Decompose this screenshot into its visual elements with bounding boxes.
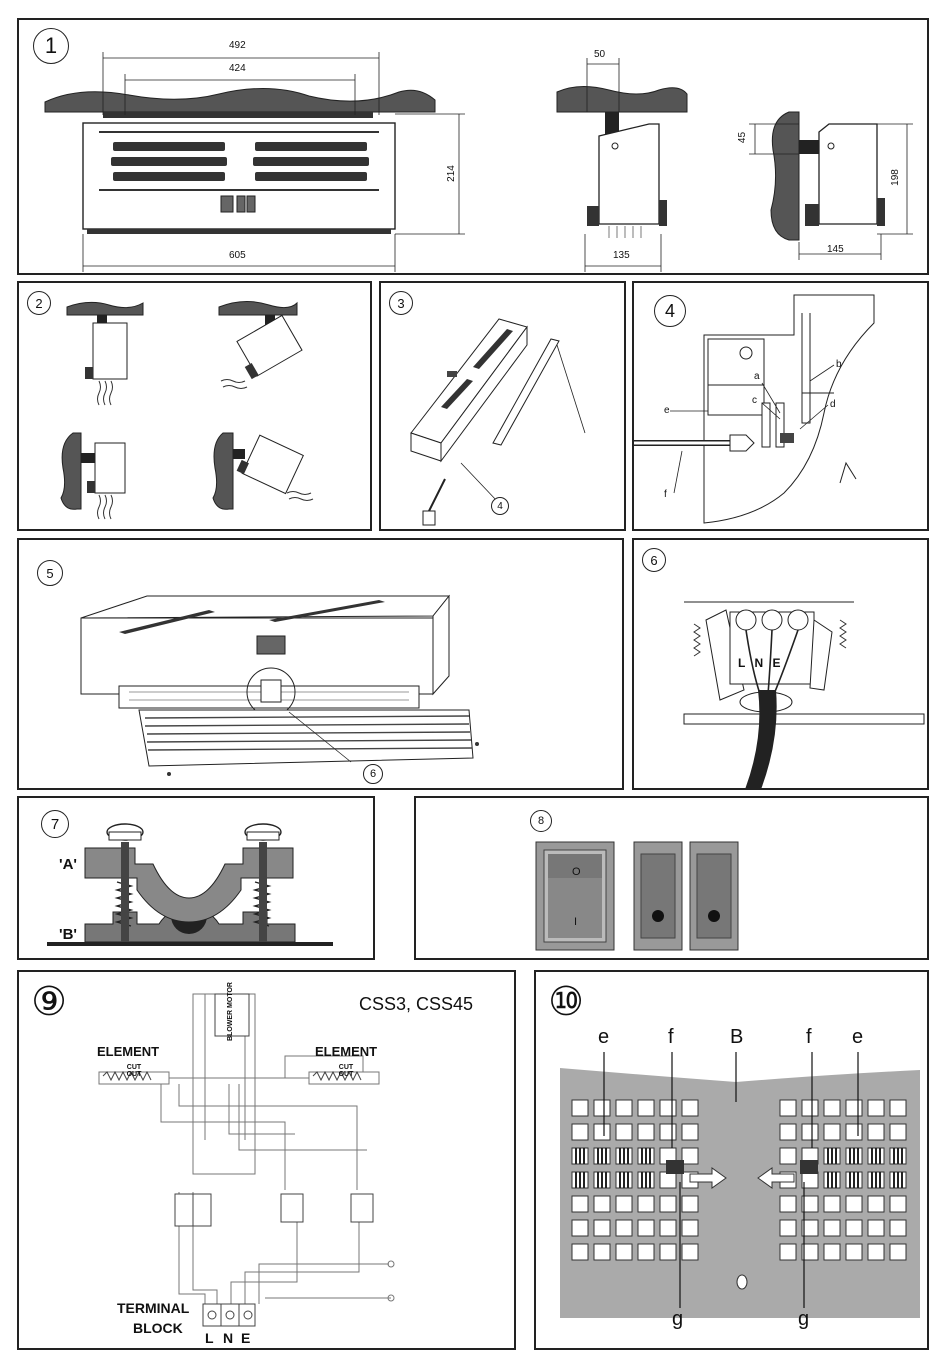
panel-number: 4 (654, 295, 686, 327)
label-e-right: e (852, 1026, 864, 1048)
dim-50: 50 (594, 49, 606, 60)
terminal-closeup (683, 601, 925, 788)
mounting-orientations (60, 301, 314, 520)
label-e-left: e (598, 1026, 610, 1048)
callout-6: 6 (363, 764, 383, 784)
panel-1-dimensions: 1 (17, 18, 929, 275)
terminal-e: E (241, 1330, 251, 1346)
panel-7-cable-clamp: 7 'A' 'B' (17, 796, 375, 960)
label-f-right: f (806, 1026, 812, 1048)
terminal-label-1: TERMINAL (117, 1300, 190, 1316)
label-f: f (664, 489, 667, 500)
panel-5-access: 5 6 (17, 538, 624, 790)
dim-424: 424 (229, 63, 246, 74)
panel-3-bracket: 3 4 (379, 281, 626, 531)
callout-4: 4 (491, 497, 509, 515)
panel-number: 2 (27, 291, 51, 315)
terminal-letters: L N E (738, 656, 784, 670)
panel-4-fixing-detail: 4 a b c d e f (632, 281, 929, 531)
cutout-right: CUT OUT (338, 1064, 354, 1078)
panel-9-wiring-diagram: ⑨ (17, 970, 516, 1350)
label-b: B (730, 1026, 744, 1048)
switch-panel (535, 841, 739, 951)
clamp-drawing (47, 823, 333, 946)
label-e: e (664, 405, 670, 416)
panel-number: 1 (33, 28, 69, 64)
grille-drawing (560, 1052, 920, 1318)
panel-10-grille: ⑩ (534, 970, 929, 1350)
access-drawing (80, 594, 479, 776)
terminal-l: L (205, 1330, 214, 1346)
switch-label-o: O (572, 866, 581, 878)
fixing-drawing (634, 294, 875, 524)
model-label: CSS3, CSS45 (359, 994, 474, 1014)
dim-45: 45 (737, 131, 749, 144)
terminal-n: N (223, 1330, 234, 1346)
panel-number: ⑩ (546, 980, 586, 1024)
dimension-drawing (44, 52, 913, 272)
panel-6-terminals: 6 L N E (632, 538, 929, 790)
dim-605: 605 (229, 250, 246, 261)
element-right-label: ELEMENT (315, 1044, 378, 1059)
dim-214: 214 (445, 165, 457, 182)
label-c: c (752, 395, 757, 406)
panel-number: 6 (642, 548, 666, 572)
label-g-right: g (798, 1308, 810, 1330)
dim-492: 492 (229, 40, 246, 51)
label-b: b (836, 359, 842, 370)
cutout-left: CUT OUT (126, 1064, 142, 1078)
switch-label-i: I (574, 916, 578, 928)
panel-number: 5 (37, 560, 63, 586)
label-a: a (754, 371, 760, 382)
panel-8-switches: 8 O I (414, 796, 929, 960)
panel-number: 3 (389, 291, 413, 315)
panel-2-mounting: 2 (17, 281, 372, 531)
terminal-label-2: BLOCK (133, 1320, 183, 1336)
element-left-label: ELEMENT (97, 1044, 160, 1059)
bracket-drawing (410, 318, 586, 526)
label-g-left: g (672, 1308, 684, 1330)
label-d: d (830, 399, 836, 410)
dim-135: 135 (613, 250, 630, 261)
blower-motor-label: BLOWER MOTOR (226, 982, 234, 1041)
dim-145: 145 (827, 244, 844, 255)
panel-number: 8 (530, 810, 552, 832)
panel-number: 7 (41, 810, 69, 838)
wiring-schematic (98, 993, 395, 1327)
label-b: 'B' (59, 926, 77, 943)
panel-number: ⑨ (29, 980, 69, 1024)
dim-198: 198 (889, 169, 901, 186)
label-a: 'A' (59, 856, 77, 873)
label-f-left: f (668, 1026, 674, 1048)
